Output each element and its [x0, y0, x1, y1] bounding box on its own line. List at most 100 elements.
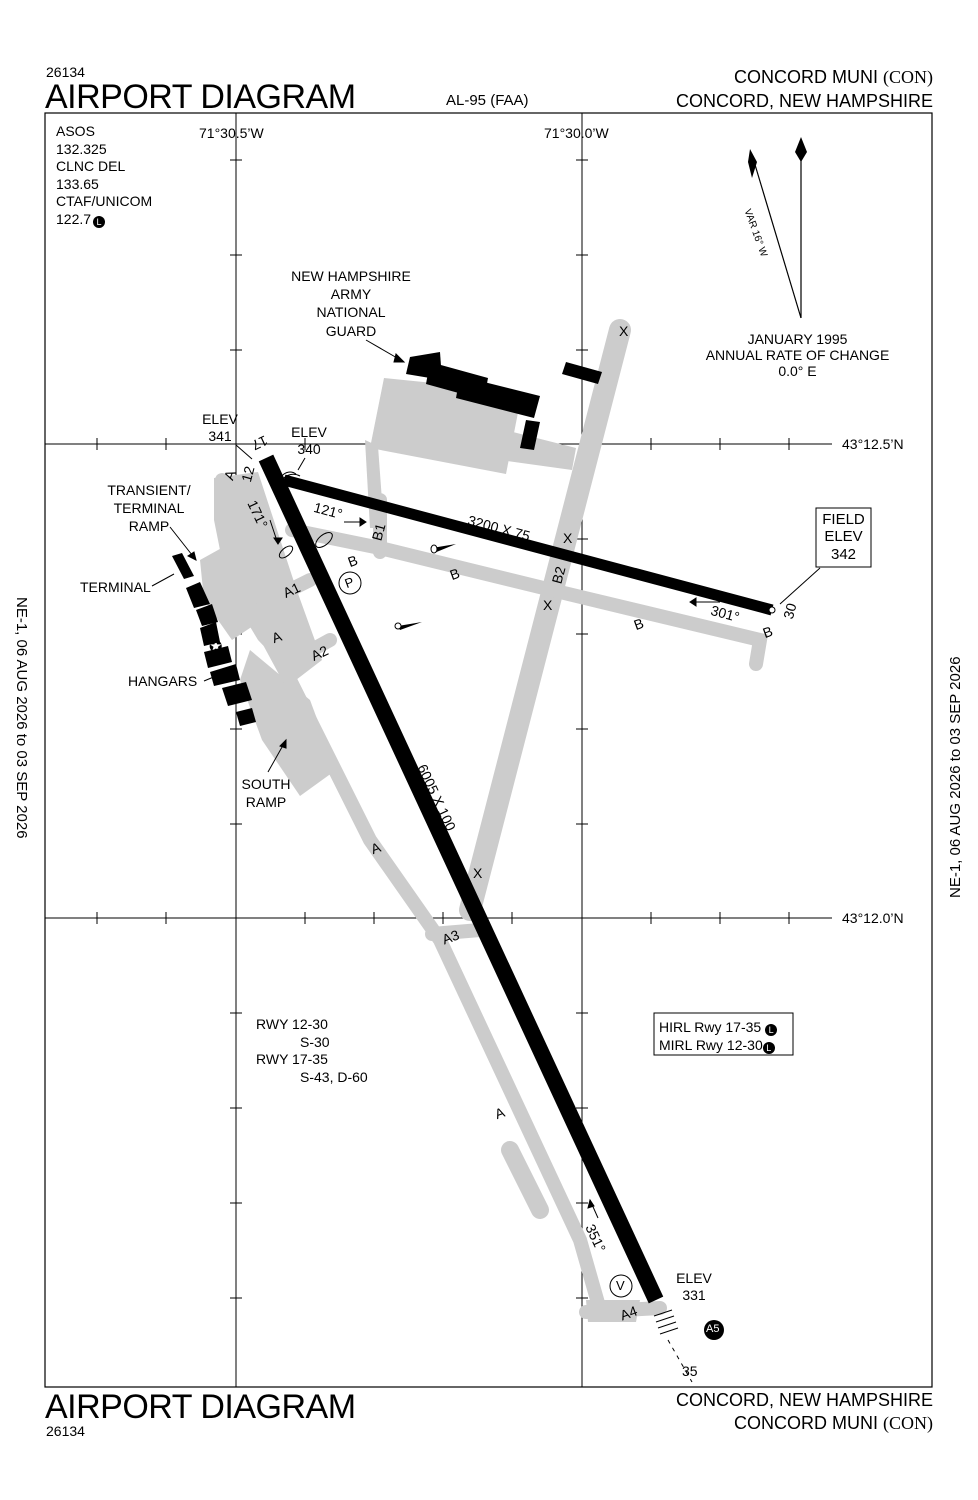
rotorcraft-area: [278, 532, 333, 559]
chart-title-top: AIRPORT DIAGRAM: [45, 78, 356, 116]
label-line: NEW HAMPSHIRE: [291, 268, 411, 284]
airport-id: (CON): [883, 67, 933, 87]
runway-end-12: 12: [238, 464, 258, 484]
label-line: 341: [208, 427, 232, 444]
runway-12-30: [282, 474, 774, 616]
terminal-label: TERMINAL: [80, 579, 151, 595]
wind-cone-icon: [430, 544, 456, 554]
beacon-icon: ✪: [209, 639, 222, 656]
taxiway-label-a5: A5: [706, 1323, 720, 1335]
lighting-icon: L: [765, 1024, 778, 1036]
airport-location-bottom: CONCORD, NEW HAMPSHIRE: [675, 1390, 933, 1410]
lon-west-label: 71°30.5’W: [199, 125, 264, 141]
label-line: ARMY: [330, 286, 372, 303]
lighting-icon: L: [93, 215, 106, 228]
airport-name-bottom: CONCORD MUNI (CON): [734, 1414, 933, 1432]
lon-east-label: 71°30.0’W: [544, 125, 609, 141]
runway-end-30: 30: [780, 601, 800, 621]
label-line: TERMINAL: [113, 500, 185, 517]
leader-arrows: [151, 339, 821, 1219]
label-line: GUARD: [325, 322, 377, 339]
label-line: 342: [830, 545, 857, 563]
taxiway-label-b2: B2: [548, 564, 569, 586]
displaced-threshold-marker: [281, 471, 301, 481]
lat-north-label: 43°12.5’N: [842, 436, 904, 452]
terminal-building: [172, 553, 194, 579]
taxiway-label-b1: B1: [368, 521, 389, 543]
runway-17-35: [258, 454, 664, 1304]
chart-number-bottom: 26134: [46, 1423, 85, 1439]
airport-name: CONCORD MUNI: [733, 1413, 878, 1433]
field-elev-box: [815, 507, 872, 568]
lighting-icon: L: [762, 1042, 775, 1055]
label-line: ELEV: [824, 528, 863, 546]
taxiway-x: [459, 319, 631, 921]
comms-line: CLNC DEL: [56, 158, 126, 174]
label-line: SOUTH: [241, 776, 291, 792]
chart-title-bottom: AIRPORT DIAGRAM: [45, 1388, 356, 1426]
taxiway-lines: [215, 319, 768, 1319]
label-line: HIRL Rwy 17-35 L: [659, 1018, 778, 1036]
taxiway-label-x: X: [543, 597, 553, 613]
label-line: RWY 17-35: [256, 1051, 328, 1067]
label-line: TRANSIENT/: [107, 482, 191, 498]
label-line: ELEV: [202, 411, 238, 427]
south-ramp: [240, 650, 336, 796]
hirl-label: HIRL Rwy 17-35: [659, 1019, 762, 1035]
diagram-frame: [44, 112, 933, 1388]
airport-name: CONCORD MUNI: [733, 67, 878, 87]
south-ramp-label: SOUTH RAMP: [236, 775, 296, 811]
airport-location-top: CONCORD, NEW HAMPSHIRE: [675, 91, 933, 111]
hangar-north: [562, 362, 602, 384]
lighted-wind-cone-icon: [394, 622, 422, 630]
mag-line: JANUARY 1995: [747, 331, 848, 347]
comms-line: 132.325: [56, 140, 107, 157]
north-arrows: [748, 137, 807, 319]
parking-symbol: [338, 571, 362, 595]
label-line: ELEV: [676, 1270, 712, 1286]
buildings: [172, 352, 602, 726]
ctaf-frequency: 122.7: [56, 210, 92, 227]
taxiway-label-x: X: [563, 530, 573, 546]
mirl-label: MIRL Rwy 12-30: [659, 1037, 763, 1054]
magnetic-north-line: [752, 157, 802, 319]
terminal-ramp: [214, 472, 322, 680]
airport-id: (CON): [883, 1413, 933, 1433]
taxiway-b: [285, 523, 768, 671]
label-line: 331: [682, 1286, 706, 1303]
approach-lights-35: [653, 1309, 693, 1383]
a5-hotspot: [704, 1320, 724, 1340]
taxiway-label-x: X: [619, 323, 629, 339]
label-line: S-30: [300, 1033, 330, 1050]
hangars-label: HANGARS: [128, 673, 198, 689]
comms-line: 133.65: [56, 175, 99, 192]
mag-line: 0.0° E: [778, 363, 817, 380]
label-line: FIELD: [822, 511, 865, 528]
label-line: ELEV: [291, 424, 327, 440]
comms-line: CTAF/UNICOM: [56, 193, 153, 209]
vortac-label: V: [616, 1278, 625, 1293]
airport-name-top: CONCORD MUNI (CON): [734, 68, 933, 86]
label-line: RAMP: [245, 794, 287, 811]
label-line: RAMP: [128, 518, 170, 535]
label-line: RWY 12-30: [256, 1016, 328, 1032]
mag-line: ANNUAL RATE OF CHANGE: [705, 347, 890, 364]
chart-number-top: 26134: [46, 64, 85, 80]
lat-south-label: 43°12.0’N: [842, 910, 904, 926]
comms-line: ASOS: [56, 123, 95, 139]
lat-lon-grid: [45, 113, 832, 1387]
vortac-symbol: [609, 1274, 633, 1298]
label-line: 340: [297, 440, 321, 457]
true-north-arrow: [795, 137, 807, 162]
